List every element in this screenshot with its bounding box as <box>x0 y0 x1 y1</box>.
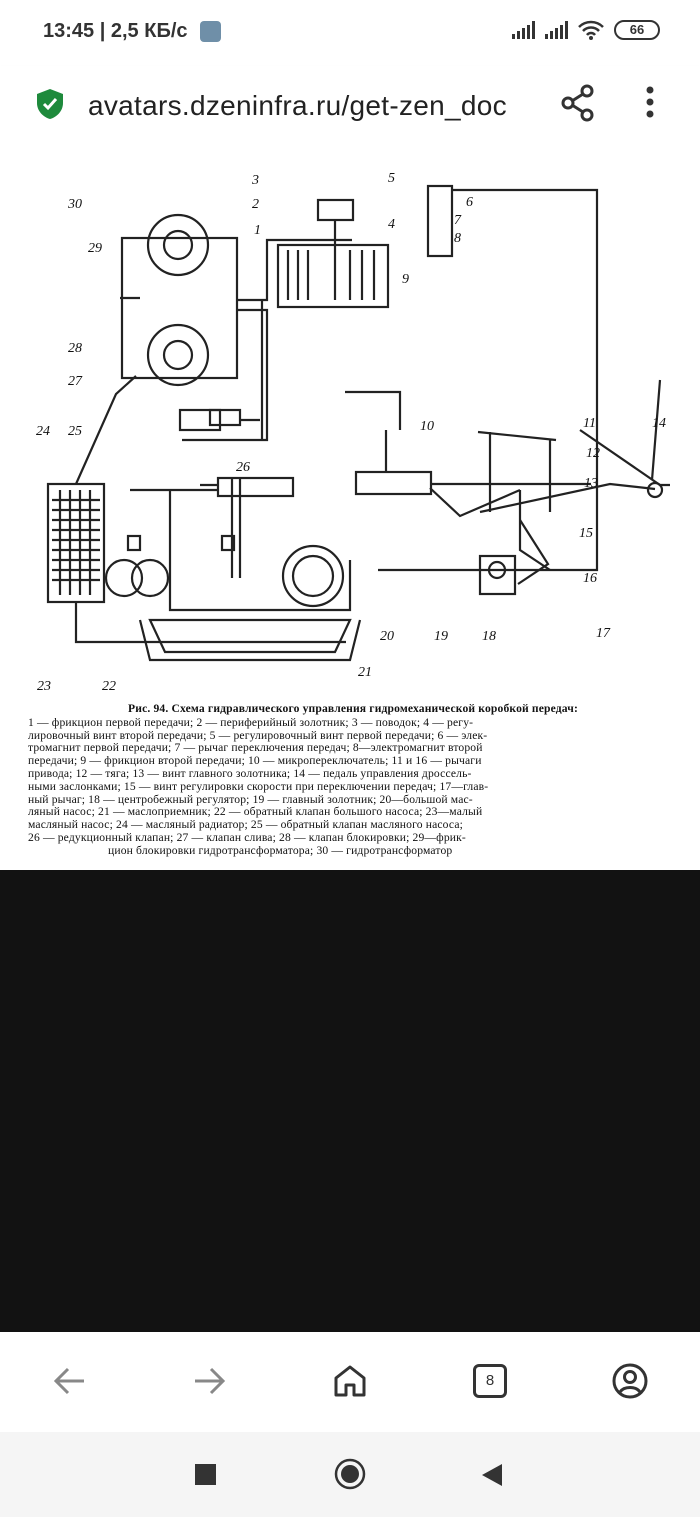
url-text[interactable]: avatars.dzeninfra.ru/get-zen_doc <box>88 90 507 121</box>
diagram-labels: 3 2 1 5 4 6 7 8 9 30 29 28 27 24 25 26 1… <box>36 171 666 694</box>
label-22: 22 <box>102 679 116 694</box>
caption-line: масляный насос; 24 — масляный радиатор; … <box>28 818 463 832</box>
caption-line: 1 — фрикцион первой передачи; 2 — перифе… <box>28 715 474 729</box>
label-9: 9 <box>402 272 409 287</box>
label-12: 12 <box>586 446 600 461</box>
recents-button[interactable] <box>195 1464 216 1485</box>
signal-icon-2 <box>545 21 568 39</box>
label-14: 14 <box>652 416 666 431</box>
label-11: 11 <box>583 416 596 431</box>
caption-line: ный рычаг; 18 — центробежный регулятор; … <box>28 792 473 806</box>
back-icon[interactable] <box>52 1366 86 1396</box>
label-8: 8 <box>454 231 461 246</box>
caption-line: ляный насос; 21 — маслоприемник; 22 — об… <box>28 805 483 819</box>
back-button[interactable] <box>480 1462 504 1488</box>
system-navigation-bar <box>0 1432 700 1517</box>
address-bar[interactable]: avatars.dzeninfra.ru/get-zen_doc <box>0 66 700 152</box>
share-icon[interactable] <box>560 83 596 123</box>
wifi-icon <box>578 20 604 40</box>
label-2: 2 <box>252 197 259 212</box>
label-28: 28 <box>68 341 82 356</box>
label-19: 19 <box>434 629 448 644</box>
notification-icon <box>200 21 221 42</box>
label-21: 21 <box>358 665 372 680</box>
caption-line: передачи; 9 — фрикцион второй передачи; … <box>28 754 482 768</box>
label-23: 23 <box>37 679 51 694</box>
caption-line: цион блокировки гидротрансформатора; 30 … <box>108 843 453 857</box>
label-20: 20 <box>380 629 394 644</box>
document-image: 3 2 1 5 4 6 7 8 9 30 29 28 27 24 25 26 1… <box>0 152 700 870</box>
figure-caption: Рис. 94. Схема гидравлического управлени… <box>28 702 678 858</box>
label-10: 10 <box>420 419 434 434</box>
label-15: 15 <box>579 526 593 541</box>
label-27: 27 <box>68 374 83 389</box>
hydraulic-diagram: 3 2 1 5 4 6 7 8 9 30 29 28 27 24 25 26 1… <box>36 171 670 694</box>
label-25: 25 <box>68 424 82 439</box>
label-7: 7 <box>454 213 462 228</box>
caption-line: тромагнит первой передачи; 7 — рычаг пер… <box>28 741 483 755</box>
label-3: 3 <box>251 173 259 188</box>
label-17: 17 <box>596 626 611 641</box>
caption-line: лировочный винт второй передачи; 5 — рег… <box>28 728 488 742</box>
label-26: 26 <box>236 460 250 475</box>
empty-viewport-area <box>0 870 700 1332</box>
label-30: 30 <box>67 197 82 212</box>
caption-line: привода; 12 — тяга; 13 — винт главного з… <box>28 766 472 780</box>
caption-line: 26 — редукционный клапан; 27 — клапан сл… <box>28 830 466 844</box>
label-29: 29 <box>88 241 102 256</box>
label-5: 5 <box>388 171 395 186</box>
label-16: 16 <box>583 571 597 586</box>
home-icon[interactable] <box>333 1364 367 1398</box>
network-speed: 2,5 КБ/с <box>110 20 188 42</box>
status-time: 13:45 | 2,5 КБ/с <box>43 20 188 42</box>
label-4: 4 <box>388 217 395 232</box>
label-13: 13 <box>584 476 598 491</box>
browser-toolbar: 8 <box>0 1332 700 1432</box>
caption-title: Рис. 94. Схема гидравлического управлени… <box>128 702 578 715</box>
caption-line: ными заслонками; 15 — винт регулировки с… <box>28 779 489 793</box>
secure-shield-icon <box>37 89 63 119</box>
status-bar: 13:45 | 2,5 КБ/с 66 <box>0 0 700 66</box>
more-menu-icon[interactable] <box>638 86 662 120</box>
label-1: 1 <box>254 223 261 238</box>
signal-icon <box>512 21 535 39</box>
battery-icon: 66 <box>614 20 660 40</box>
label-18: 18 <box>482 629 496 644</box>
label-24: 24 <box>36 424 50 439</box>
forward-icon[interactable] <box>193 1366 227 1396</box>
home-button[interactable] <box>334 1458 366 1490</box>
account-icon[interactable] <box>612 1363 648 1399</box>
label-6: 6 <box>466 195 473 210</box>
tabs-button[interactable]: 8 <box>473 1364 507 1398</box>
